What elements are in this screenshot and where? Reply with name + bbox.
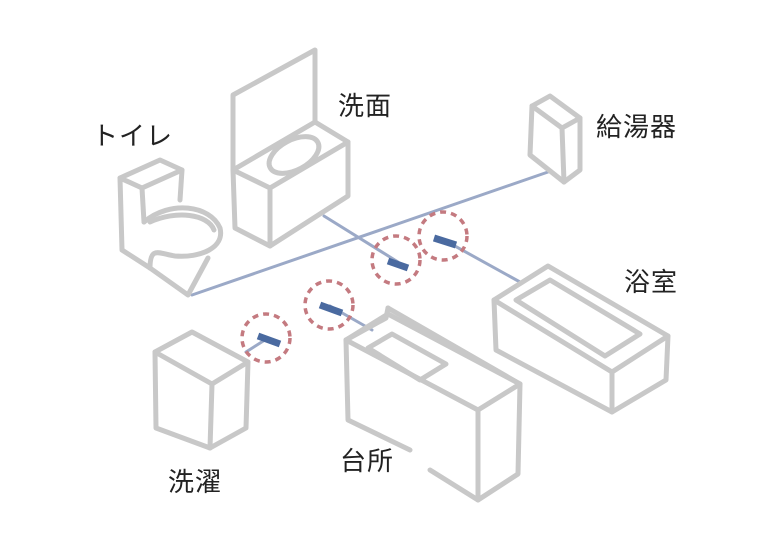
main-pipe: [190, 170, 550, 297]
label-washbasin: 洗面: [338, 92, 393, 122]
label-water-heater: 給湯器: [596, 113, 678, 143]
joint-4: [432, 234, 458, 249]
label-laundry: 洗濯: [168, 468, 223, 498]
pipe-to-bath: [442, 238, 522, 284]
kitchen-fixture: [343, 305, 523, 503]
ring-3: [370, 234, 422, 286]
joint-2: [318, 301, 344, 317]
ring-1: [240, 312, 292, 364]
pipe-to-washbasin: [322, 214, 400, 264]
washbasin-fixture: [230, 47, 351, 249]
toilet-fixture: [117, 157, 224, 298]
joint-3: [386, 257, 410, 272]
ring-4: [417, 210, 469, 262]
ring-2: [303, 279, 355, 331]
joint-1: [256, 332, 282, 348]
label-bath: 浴室: [624, 268, 679, 298]
label-kitchen: 台所: [340, 447, 395, 477]
bath-fixture: [491, 263, 671, 415]
highlight-rings: [240, 210, 469, 364]
water-heater-fixture: [527, 93, 583, 185]
label-toilet: トイレ: [92, 122, 174, 152]
joints: [256, 234, 458, 348]
laundry-fixture: [152, 329, 251, 451]
